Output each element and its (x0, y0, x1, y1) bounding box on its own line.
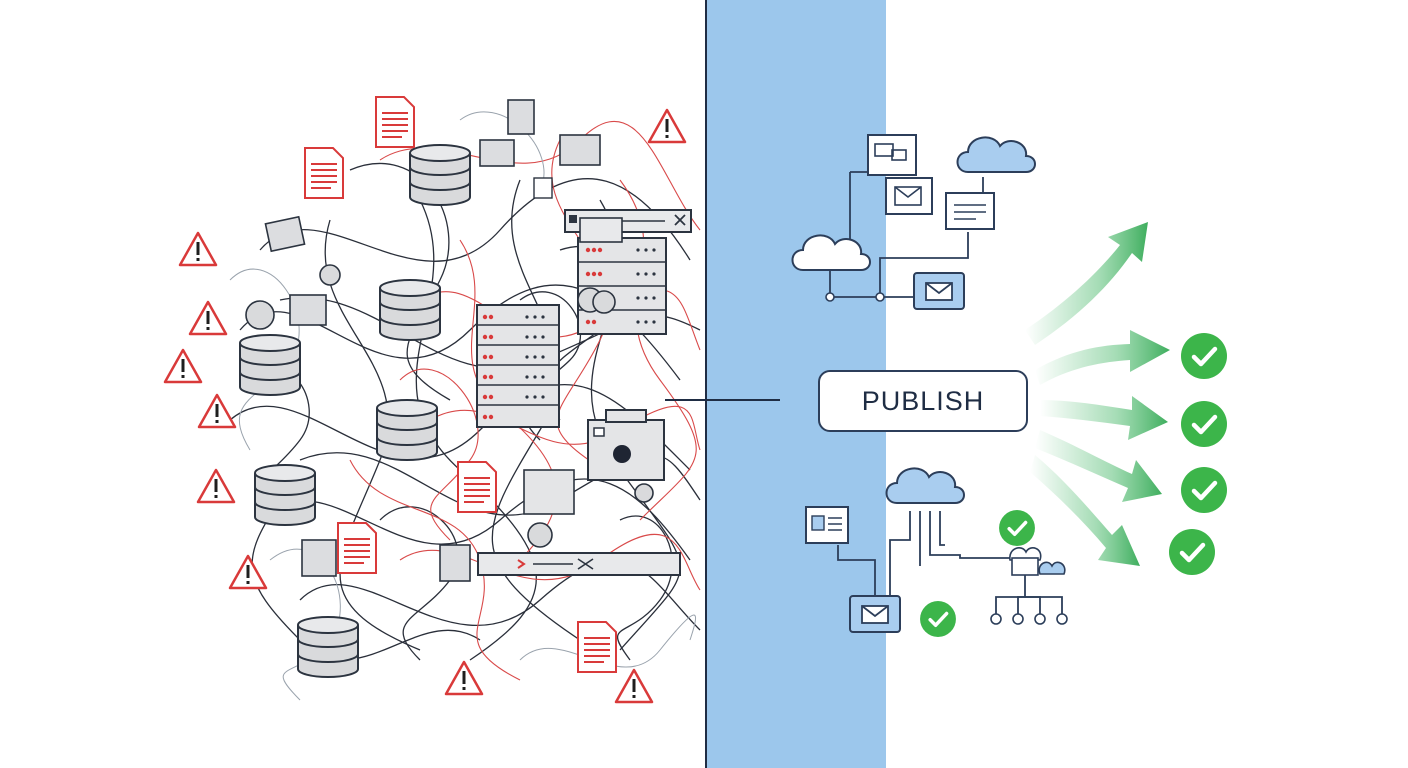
checkmark-icon (918, 599, 958, 639)
bottom-network (837, 511, 1063, 614)
node-dot (825, 292, 885, 302)
flow-arrows (1025, 222, 1170, 566)
server-rack-icon (476, 304, 560, 428)
document-icon (945, 192, 995, 230)
document-icon (577, 621, 617, 673)
database-icon (376, 399, 438, 461)
database-icon (379, 279, 441, 341)
checkmark-icon (1169, 529, 1215, 575)
database-icon (409, 144, 471, 206)
document-icon (375, 96, 415, 148)
database-icon (239, 334, 301, 396)
folder-icon (264, 99, 623, 582)
checkmark-icon (1181, 467, 1227, 513)
document-icon (867, 134, 917, 176)
mail-icon (849, 595, 901, 633)
checkmark-icon (1181, 401, 1227, 447)
misc-device-icon (245, 264, 654, 548)
warning-icon (196, 468, 236, 504)
server-rack-icon (577, 237, 667, 335)
warning-icon (178, 231, 218, 267)
network-tree-icon (990, 547, 1068, 625)
warning-icon (444, 660, 484, 696)
warning-icon (197, 393, 237, 429)
cloud-icon (885, 467, 965, 504)
mail-icon (885, 177, 933, 215)
warning-icon (647, 108, 687, 144)
warning-icon (614, 668, 654, 704)
document-icon (805, 506, 849, 544)
warning-icon (163, 348, 203, 384)
checkmark-icon (1181, 333, 1227, 379)
camera-icon (587, 409, 665, 481)
window-icon (477, 552, 681, 576)
mail-icon (913, 272, 965, 310)
document-icon (457, 461, 497, 513)
document-icon (304, 147, 344, 199)
warning-icon (228, 554, 268, 590)
database-icon (297, 616, 359, 678)
database-icon (254, 464, 316, 526)
cloud-icon (956, 136, 1036, 173)
checkmark-icon (997, 508, 1037, 548)
document-icon (337, 522, 377, 574)
warning-icon (188, 300, 228, 336)
publish-button[interactable]: PUBLISH (818, 370, 1028, 432)
